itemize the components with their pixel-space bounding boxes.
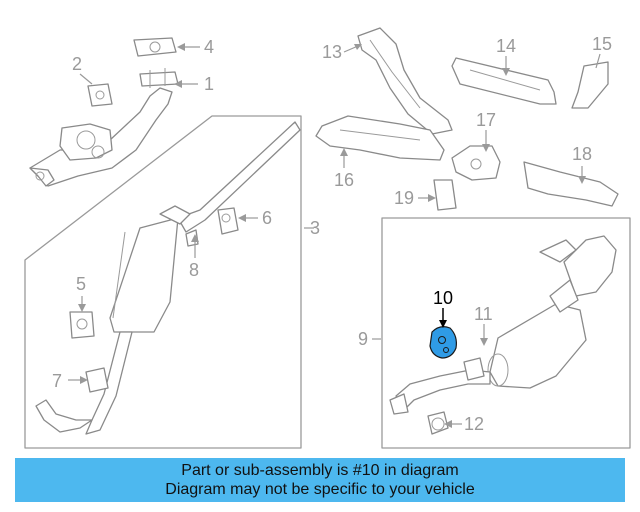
callout-17: 17 bbox=[476, 110, 496, 130]
banner-line-disclaimer: Diagram may not be specific to your vehi… bbox=[165, 481, 475, 498]
callout-9: 9 bbox=[358, 329, 368, 349]
info-banner: Part or sub-assembly is #10 in diagram D… bbox=[15, 458, 625, 502]
callout-3: 3 bbox=[310, 218, 320, 238]
callout-1: 1 bbox=[204, 74, 214, 94]
callout-13: 13 bbox=[322, 42, 342, 62]
heat-shields bbox=[315, 27, 619, 211]
callout-labels: 1 2 3 4 5 6 7 8 9 10 11 12 13 14 15 16 1… bbox=[52, 34, 612, 434]
rear-muffler-box bbox=[381, 217, 631, 449]
callout-5: 5 bbox=[76, 274, 86, 294]
callout-2: 2 bbox=[72, 54, 82, 74]
callout-14: 14 bbox=[496, 36, 516, 56]
leader-lines bbox=[68, 43, 601, 428]
callout-10[interactable]: 10 bbox=[433, 288, 453, 308]
callout-7: 7 bbox=[52, 371, 62, 391]
part-10-highlight[interactable] bbox=[429, 308, 457, 359]
callout-12: 12 bbox=[464, 414, 484, 434]
manifold-pipe-assembly bbox=[29, 37, 179, 187]
callout-8: 8 bbox=[189, 260, 199, 280]
callout-15: 15 bbox=[592, 34, 612, 54]
callout-6: 6 bbox=[262, 208, 272, 228]
callout-11: 11 bbox=[474, 304, 493, 324]
callout-16: 16 bbox=[334, 170, 354, 190]
callout-18: 18 bbox=[572, 144, 592, 164]
callout-19: 19 bbox=[394, 188, 414, 208]
callout-4: 4 bbox=[204, 37, 214, 57]
banner-line-part-number: Part or sub-assembly is #10 in diagram bbox=[181, 462, 459, 479]
